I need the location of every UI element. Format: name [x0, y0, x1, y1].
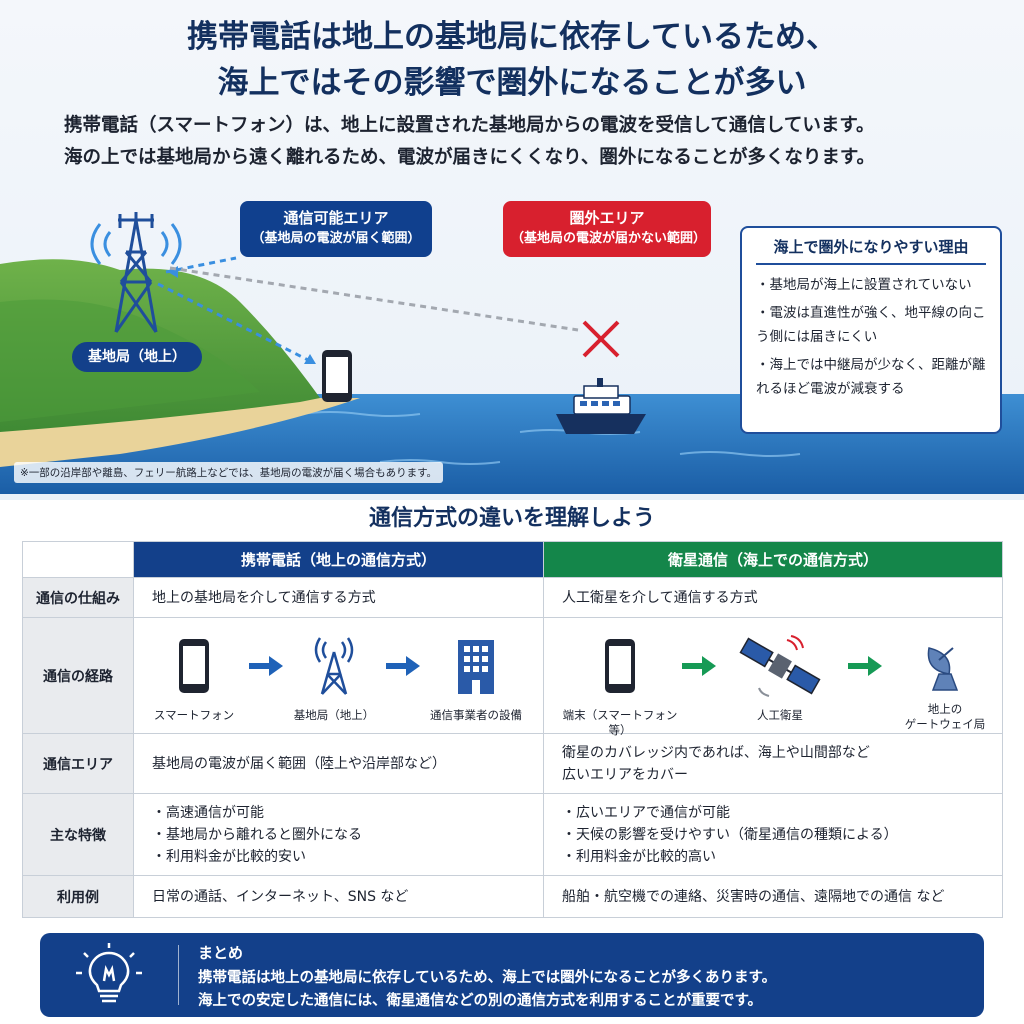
reason-box: 海上で圏外になりやすい理由 ・基地局が海上に設置されていない ・電波は直進性が強… [740, 226, 1002, 434]
satellite-column-header: 衛星通信（海上での通信方式） [543, 541, 1003, 578]
ship-icon [556, 378, 646, 434]
table-corner [22, 541, 134, 578]
coverage-area-callout: 通信可能エリア （基地局の電波が届く範囲） [240, 201, 432, 257]
summary-divider [178, 945, 179, 1005]
building-icon [458, 640, 494, 694]
footnote: ※一部の沿岸部や離島、フェリー航路上などでは、基地局の電波が届く場合もあります。 [14, 462, 444, 483]
row-label-route: 通信の経路 [22, 617, 134, 734]
out-of-range-callout: 圏外エリア （基地局の電波が届かない範囲） [503, 201, 711, 257]
summary-title: まとめ [198, 944, 244, 962]
reason-item: ・電波は直進性が強く、地平線の向こう側には届きにくい [756, 305, 986, 345]
arrow-right-icon [386, 656, 420, 676]
signal-waves-icon [90, 223, 182, 265]
comparison-table: 携帯電話（地上の通信方式） 衛星通信（海上での通信方式） 通信の仕組み 地上の基… [22, 541, 1003, 918]
satellite-features: ・広いエリアで通信が可能 ・天候の影響を受けやすい（衛星通信の種類による） ・利… [543, 793, 1003, 876]
route-step: 人工衛星 [730, 635, 830, 723]
mobile-route: スマートフォン 基地局（地上） 通信事業者の設備 [133, 617, 544, 734]
reason-item: ・基地局が海上に設置されていない [756, 277, 972, 293]
arrow-right-icon [249, 656, 283, 676]
signal-line-to-phone [157, 282, 313, 364]
feature-item: ・利用料金が比較的高い [562, 848, 716, 865]
mobile-usage: 日常の通話、インターネット、SNS など [133, 875, 544, 918]
base-station-tower-icon [114, 212, 158, 333]
satellite-icon [739, 635, 821, 697]
summary-line: 携帯電話は地上の基地局に依存しているため、海上では圏外になることが多くあります。 [198, 970, 777, 986]
no-signal-icon [582, 320, 620, 358]
feature-item: ・高速通信が可能 [152, 804, 264, 821]
smartphone-icon [605, 639, 635, 693]
route-step: スマートフォン [144, 636, 244, 723]
smartphone-icon [179, 639, 209, 693]
lightbulb-icon [76, 943, 142, 1003]
route-step: 通信事業者の設備 [414, 636, 538, 723]
feature-item: ・基地局から離れると圏外になる [152, 826, 362, 843]
row-label-usage: 利用例 [22, 875, 134, 918]
smartphone-icon [322, 350, 352, 402]
route-step: 端末（スマートフォン等） [558, 636, 682, 738]
arrow-right-icon [848, 656, 882, 676]
route-step: 基地局（地上） [284, 636, 384, 723]
row-label-mechanism: 通信の仕組み [22, 577, 134, 618]
mobile-column-header: 携帯電話（地上の通信方式） [133, 541, 544, 578]
feature-item: ・天候の影響を受けやすい（衛星通信の種類による） [562, 826, 898, 843]
mobile-area: 基地局の電波が届く範囲（陸上や沿岸部など） [133, 733, 544, 794]
reason-box-title: 海上で圏外になりやすい理由 [756, 236, 986, 265]
reason-item: ・海上では中継局が少なく、距離が離れるほど電波が減衰する [756, 357, 986, 397]
base-station-icon [314, 637, 354, 695]
summary-box: まとめ 携帯電話は地上の基地局に依存しているため、海上では圏外になることが多くあ… [40, 933, 984, 1017]
feature-item: ・利用料金が比較的安い [152, 848, 306, 865]
satellite-usage: 船舶・航空機での連絡、災害時の通信、遠隔地での通信 など [543, 875, 1003, 918]
signal-line-to-ship [169, 266, 579, 332]
summary-line: 海上での安定した通信には、衛星通信などの別の通信方式を利用することが重要です。 [198, 993, 763, 1009]
arrow-right-icon [682, 656, 716, 676]
intro-text: 携帯電話（スマートフォン）は、地上に設置された基地局からの電波を受信して通信して… [64, 115, 876, 168]
feature-item: ・広いエリアで通信が可能 [562, 804, 730, 821]
coverage-illustration: 通信可能エリア （基地局の電波が届く範囲） 圏外エリア （基地局の電波が届かない… [0, 192, 1024, 494]
row-label-area: 通信エリア [22, 733, 134, 794]
mobile-mechanism: 地上の基地局を介して通信する方式 [133, 577, 544, 618]
mobile-features: ・高速通信が可能 ・基地局から離れると圏外になる ・利用料金が比較的安い [133, 793, 544, 876]
route-step: 地上の ゲートウェイ局 [890, 636, 1000, 732]
page-title: 携帯電話は地上の基地局に依存しているため、 海上ではその影響で圏外になることが多… [186, 19, 838, 101]
satellite-area: 衛星のカバレッジ内であれば、海上や山間部など 広いエリアをカバー [543, 733, 1003, 794]
comparison-section-title: 通信方式の違いを理解しよう [368, 506, 655, 531]
row-label-features: 主な特徴 [22, 793, 134, 876]
base-station-label: 基地局（地上） [72, 342, 202, 372]
satellite-mechanism: 人工衛星を介して通信する方式 [543, 577, 1003, 618]
satellite-dish-icon [927, 647, 959, 691]
satellite-route: 端末（スマートフォン等） 人工衛星 地上の ゲートウェイ局 [543, 617, 1003, 737]
